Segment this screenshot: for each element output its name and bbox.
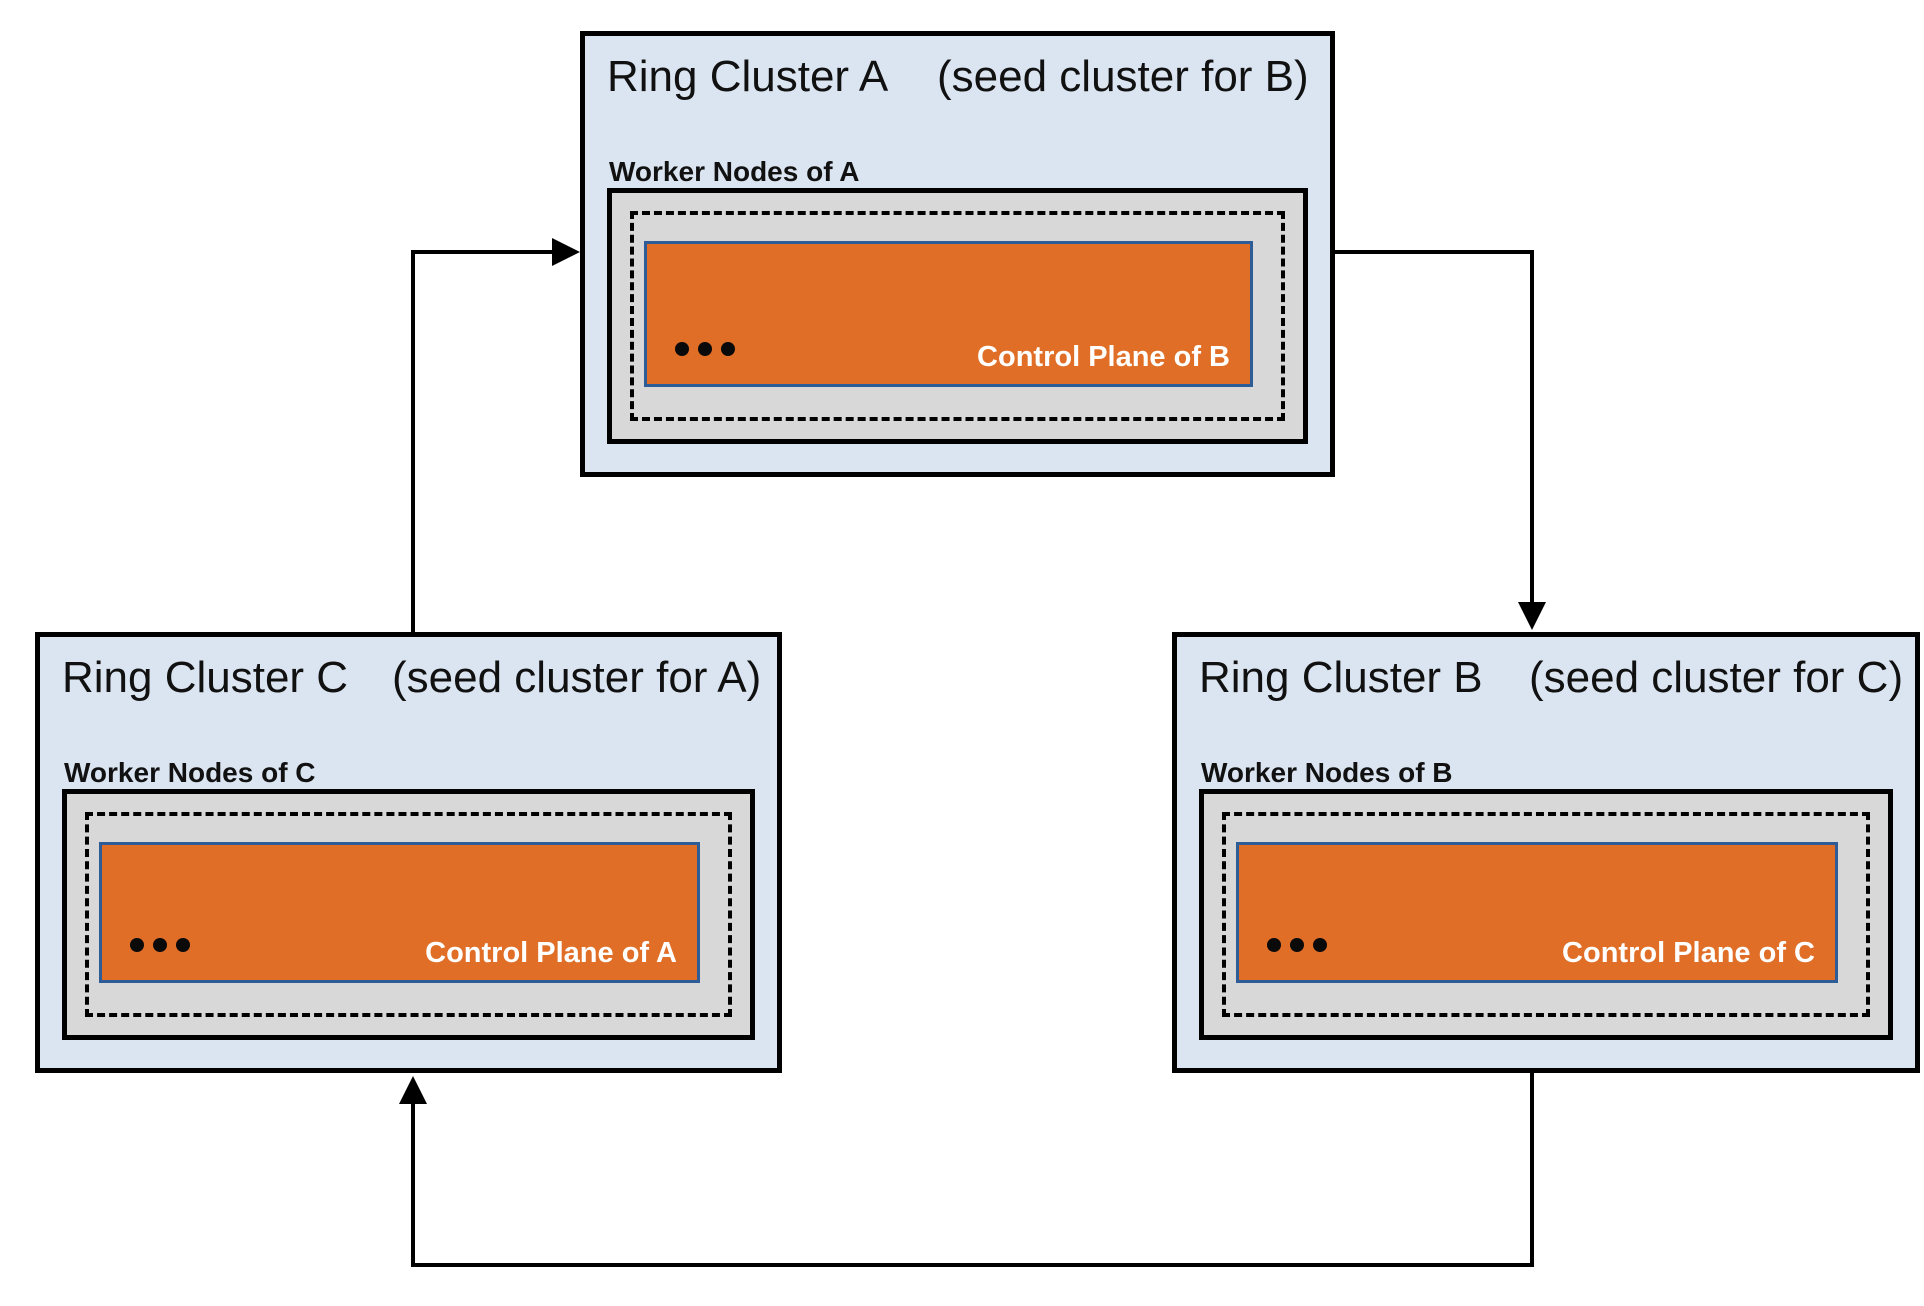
cluster-c-hosted-control-plane-box: Control Plane of A xyxy=(99,842,700,983)
cluster-a-hosted-control-plane-box: Control Plane of B xyxy=(644,241,1253,387)
dot-icon xyxy=(153,938,167,952)
ring-cluster-b-box: Ring Cluster B (seed cluster for C) Work… xyxy=(1172,632,1920,1073)
cluster-b-worker-nodes-panel: Control Plane of C xyxy=(1199,789,1893,1040)
arrow-b-to-c xyxy=(399,1073,1534,1267)
cluster-a-title: Ring Cluster A xyxy=(607,52,889,101)
dot-icon xyxy=(675,342,689,356)
cluster-a-control-plane-label: Control Plane of B xyxy=(977,341,1230,373)
dot-icon xyxy=(1267,938,1281,952)
cluster-a-dashed-boundary: Control Plane of B xyxy=(630,211,1285,421)
arrow-a-to-b xyxy=(1335,250,1546,630)
cluster-b-worker-nodes-label: Worker Nodes of B xyxy=(1201,757,1453,788)
cluster-a-seed-note: (seed cluster for B) xyxy=(937,52,1309,101)
dot-icon xyxy=(1290,938,1304,952)
cluster-c-worker-nodes-panel: Control Plane of A xyxy=(62,789,755,1040)
dot-icon xyxy=(698,342,712,356)
dot-icon xyxy=(721,342,735,356)
cluster-b-title: Ring Cluster B xyxy=(1199,653,1483,702)
cluster-a-worker-nodes-label: Worker Nodes of A xyxy=(609,156,860,187)
cluster-c-dashed-boundary: Control Plane of A xyxy=(85,812,732,1017)
cluster-b-hosted-control-plane-box: Control Plane of C xyxy=(1236,842,1838,983)
cluster-c-title-row: Ring Cluster C (seed cluster for A) xyxy=(62,653,769,704)
ring-cluster-c-box: Ring Cluster C (seed cluster for A) Work… xyxy=(35,632,782,1073)
cluster-b-title-row: Ring Cluster B (seed cluster for C) xyxy=(1199,653,1907,704)
dot-icon xyxy=(176,938,190,952)
ellipsis-dots xyxy=(675,342,735,356)
cluster-a-worker-nodes-panel: Control Plane of B xyxy=(607,188,1308,444)
cluster-c-control-plane-label: Control Plane of A xyxy=(425,937,677,969)
arrow-c-to-a xyxy=(411,238,580,632)
cluster-b-seed-note: (seed cluster for C) xyxy=(1529,653,1904,702)
cluster-b-dashed-boundary: Control Plane of C xyxy=(1222,812,1870,1017)
cluster-c-title: Ring Cluster C xyxy=(62,653,349,702)
ring-cluster-a-box: Ring Cluster A (seed cluster for B) Work… xyxy=(580,31,1335,477)
dot-icon xyxy=(1313,938,1327,952)
cluster-c-worker-nodes-label: Worker Nodes of C xyxy=(64,757,316,788)
ellipsis-dots xyxy=(130,938,190,952)
cluster-b-control-plane-label: Control Plane of C xyxy=(1562,937,1815,969)
ellipsis-dots xyxy=(1267,938,1327,952)
dot-icon xyxy=(130,938,144,952)
cluster-a-title-row: Ring Cluster A (seed cluster for B) xyxy=(607,52,1322,103)
cluster-c-seed-note: (seed cluster for A) xyxy=(392,653,762,702)
